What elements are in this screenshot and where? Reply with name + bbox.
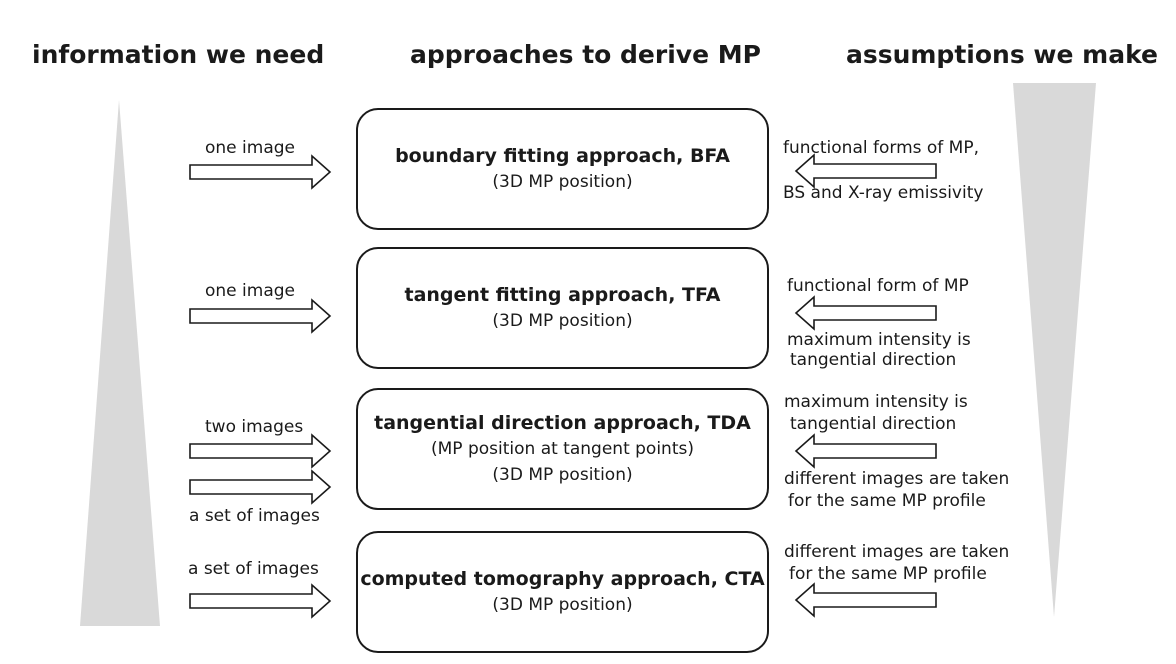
assumption-tda-top-1: maximum intensity is	[784, 392, 968, 412]
cta-subtitle: (3D MP position)	[492, 595, 633, 615]
arrow-left-cta	[794, 582, 937, 618]
input-label-tfa: one image	[205, 281, 295, 301]
input-label-bfa: one image	[205, 138, 295, 158]
assumption-tda-bottom-2: for the same MP profile	[788, 491, 986, 511]
bfa-subtitle: (3D MP position)	[492, 172, 633, 192]
tfa-title: tangent fitting approach, TFA	[404, 284, 721, 306]
assumption-tda-bottom-1: different images are taken	[784, 469, 1010, 489]
header-approaches: approaches to derive MP	[410, 40, 761, 69]
assumption-tfa-top: functional form of MP	[787, 276, 969, 296]
tda-subtitle-1: (MP position at tangent points)	[431, 439, 694, 459]
arrow-right-tda-1	[189, 433, 332, 469]
header-assumptions: assumptions we make	[845, 40, 1158, 69]
box-tfa: tangent fitting approach, TFA (3D MP pos…	[356, 247, 769, 369]
cta-title: computed tomography approach, CTA	[360, 568, 765, 590]
assumption-bfa-top: functional forms of MP,	[783, 138, 979, 158]
assumption-tfa-bottom-1: maximum intensity is	[787, 330, 971, 350]
header-information-we-need: information we need	[32, 40, 325, 69]
assumption-tda-top-2: tangential direction	[790, 414, 957, 434]
assumptions-wedge	[1013, 83, 1096, 617]
arrow-left-tfa	[794, 295, 937, 331]
input-label-tda-top: two images	[205, 417, 304, 437]
assumption-cta-top-2: for the same MP profile	[789, 564, 987, 584]
box-tda: tangential direction approach, TDA (MP p…	[356, 388, 769, 510]
arrow-right-tfa	[189, 298, 332, 334]
arrow-right-tda-2	[189, 469, 332, 505]
input-label-tda-bottom: a set of images	[189, 506, 320, 526]
assumption-cta-top-1: different images are taken	[784, 542, 1010, 562]
tda-title: tangential direction approach, TDA	[374, 412, 751, 434]
arrow-right-bfa	[189, 154, 332, 190]
tfa-subtitle: (3D MP position)	[492, 311, 633, 331]
input-label-cta: a set of images	[188, 559, 319, 579]
bfa-title: boundary fitting approach, BFA	[395, 145, 730, 167]
arrow-left-tda	[794, 433, 937, 469]
assumption-tfa-bottom-2: tangential direction	[790, 350, 957, 370]
arrow-right-cta	[189, 583, 332, 619]
tda-subtitle-2: (3D MP position)	[492, 465, 633, 485]
arrow-left-bfa	[794, 153, 937, 189]
assumption-bfa-bottom: BS and X-ray emissivity	[783, 183, 984, 203]
information-wedge	[80, 100, 160, 626]
box-cta: computed tomography approach, CTA (3D MP…	[356, 531, 769, 653]
box-bfa: boundary fitting approach, BFA (3D MP po…	[356, 108, 769, 230]
